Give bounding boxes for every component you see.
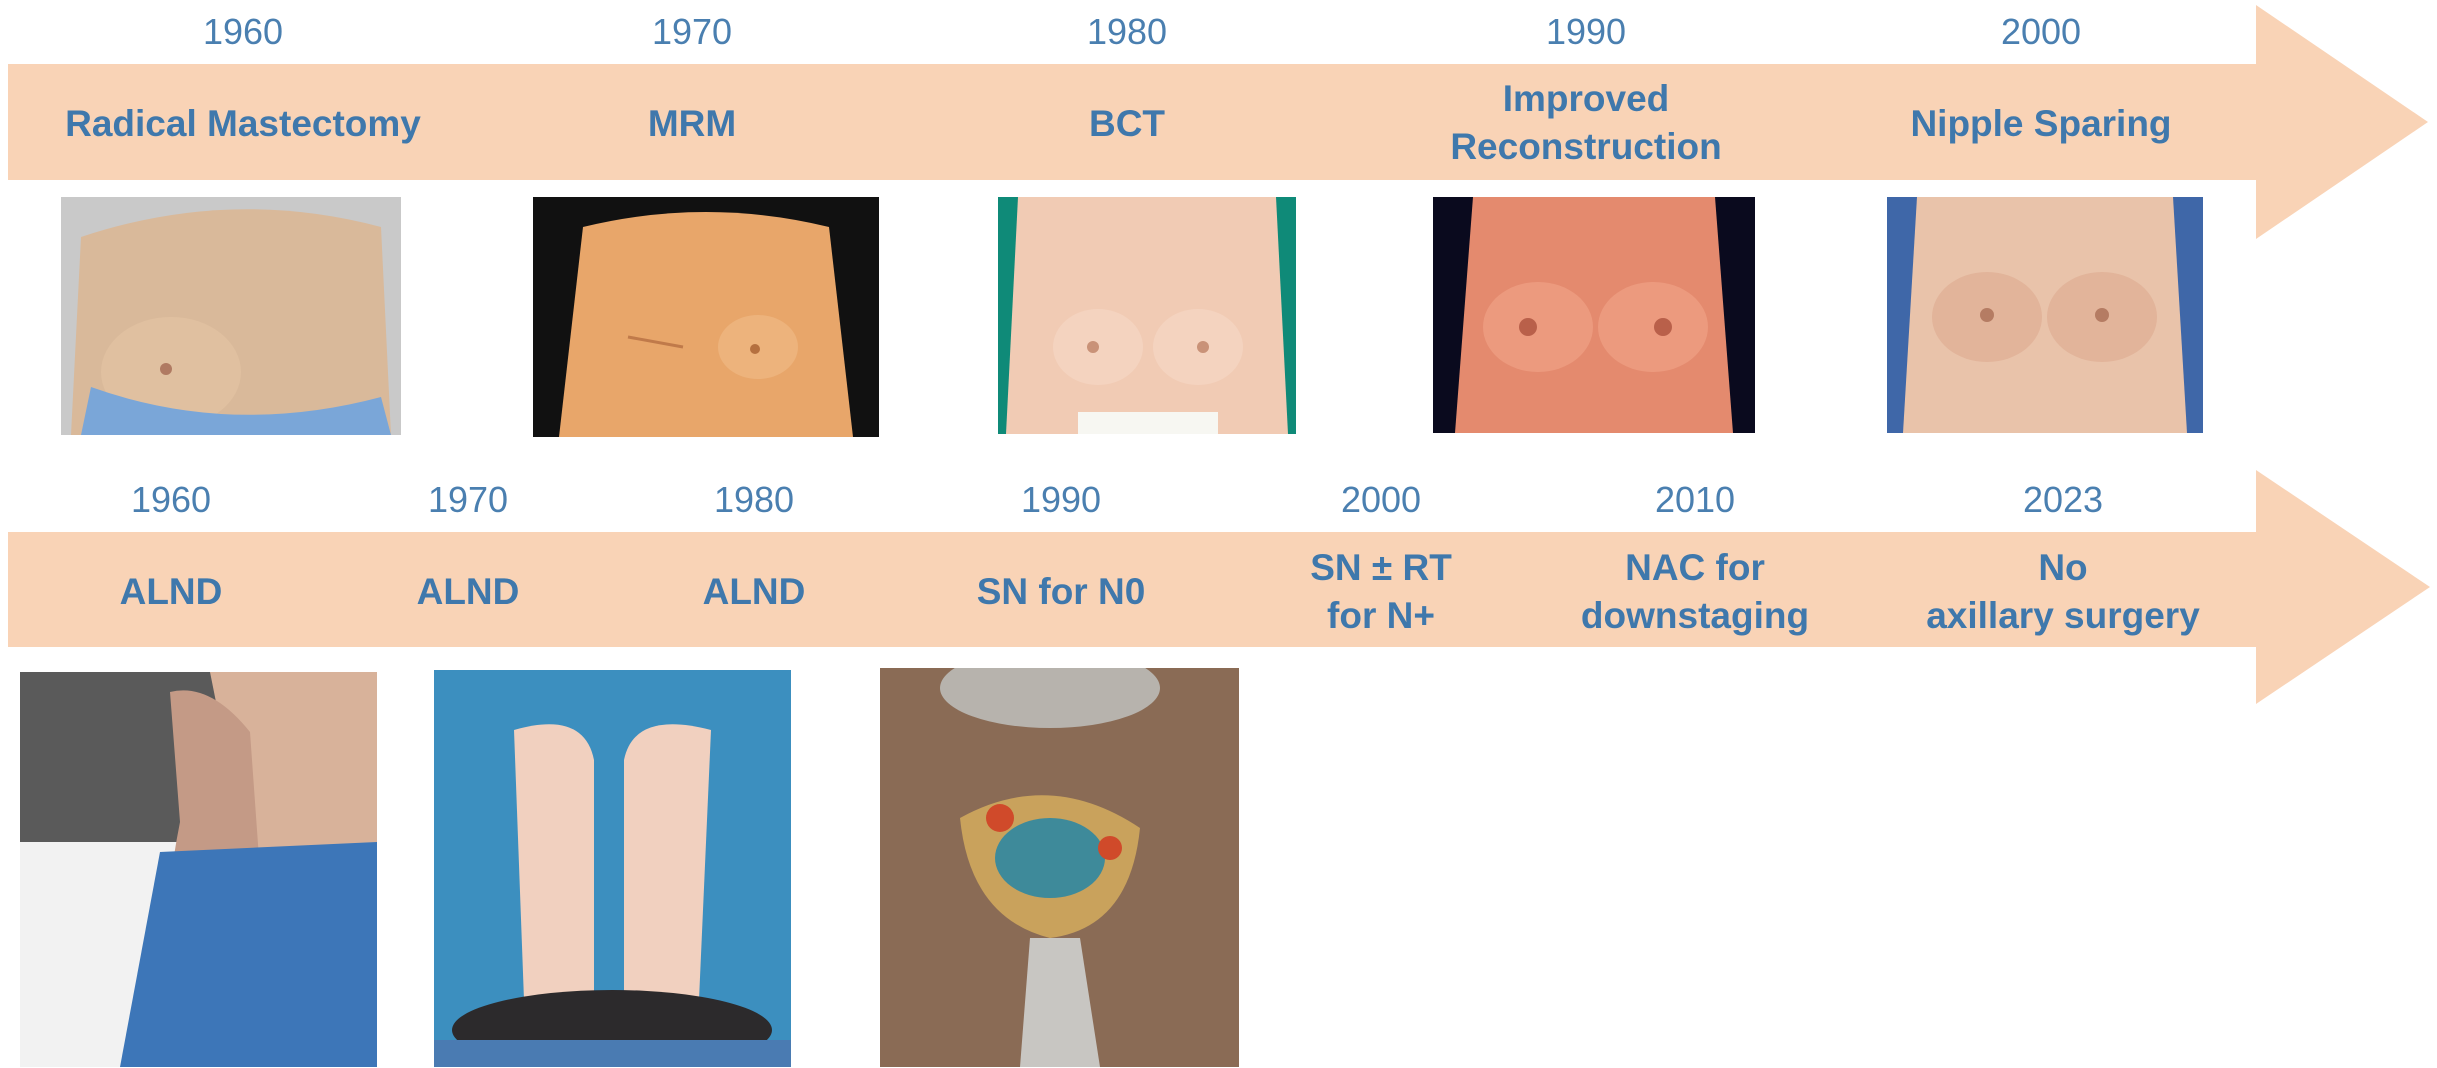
year-label: 1970	[542, 12, 842, 52]
event-label: Nipple Sparing	[1831, 100, 2251, 148]
event-label: Improved Reconstruction	[1376, 75, 1796, 171]
mrm-photo	[533, 197, 879, 437]
event-label: MRM	[482, 100, 902, 148]
year-label: 1970	[318, 480, 618, 520]
event-label: NAC for downstaging	[1485, 544, 1905, 640]
nipple-sparing-photo	[1887, 197, 2203, 433]
bct-photo	[998, 197, 1296, 434]
lymphedema-arm-photo	[20, 672, 377, 1067]
year-label: 1980	[977, 12, 1277, 52]
event-label: BCT	[917, 100, 1337, 148]
event-label: Radical Mastectomy	[33, 100, 453, 148]
year-label: 1980	[604, 480, 904, 520]
year-label: 2023	[1913, 480, 2213, 520]
year-label: 2010	[1545, 480, 1845, 520]
year-label: 1960	[93, 12, 393, 52]
year-label: 1960	[21, 480, 321, 520]
event-label: No axillary surgery	[1853, 544, 2273, 640]
arms-raised-photo	[434, 670, 791, 1067]
year-label: 1990	[1436, 12, 1736, 52]
year-label: 1990	[911, 480, 1211, 520]
radical-mastectomy-photo	[61, 197, 401, 435]
year-label: 2000	[1891, 12, 2191, 52]
reconstruction-photo	[1433, 197, 1755, 433]
year-label: 2000	[1231, 480, 1531, 520]
sentinel-node-surgery-photo	[880, 668, 1239, 1067]
